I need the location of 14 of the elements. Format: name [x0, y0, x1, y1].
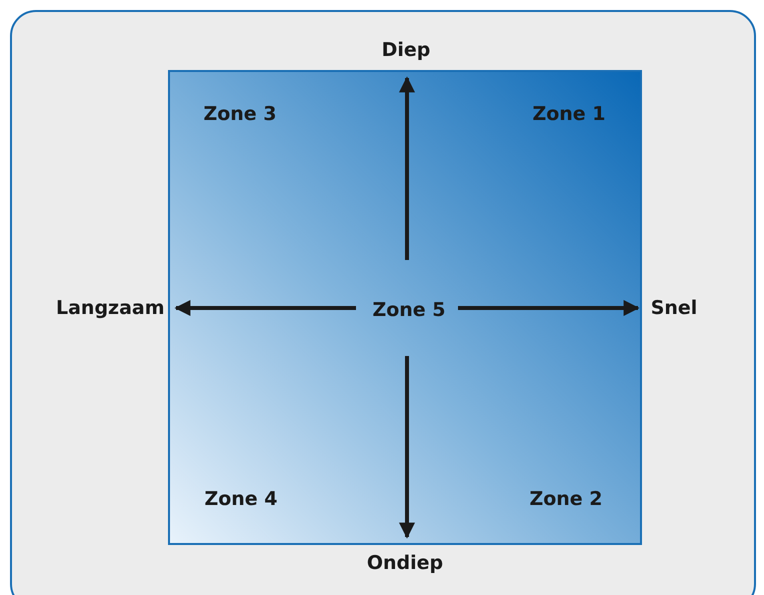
arrow	[399, 356, 415, 539]
zone-label: Zone 4	[200, 487, 282, 511]
arrow	[399, 76, 415, 260]
axis-label: Diep	[380, 38, 432, 62]
zone-label: Zone 5	[368, 298, 450, 322]
arrow	[458, 300, 640, 316]
quadrant-square	[168, 70, 642, 545]
zone-label: Zone 1	[528, 102, 610, 126]
zone-label: Zone 2	[525, 487, 607, 511]
zone-label: Zone 3	[200, 102, 280, 126]
axis-label: Langzaam	[56, 296, 164, 320]
arrow	[174, 300, 356, 316]
axis-label: Ondiep	[366, 551, 444, 575]
axis-label: Snel	[648, 296, 700, 320]
